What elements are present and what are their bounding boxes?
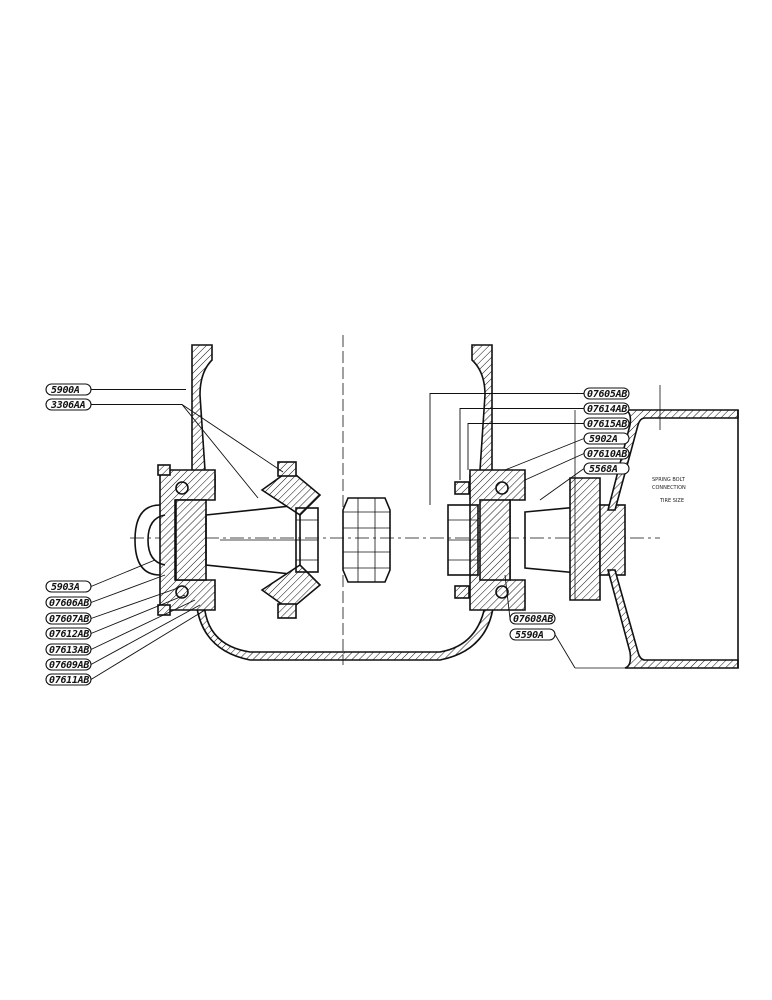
svg-text:07608AB: 07608AB <box>513 614 553 625</box>
svg-text:5590A: 5590A <box>515 630 544 641</box>
label-07613ab: 07613AB <box>45 599 196 656</box>
svg-text:5900A: 5900A <box>51 385 80 396</box>
label-07609ab: 07609AB <box>45 604 201 671</box>
label-07607ab: 07607AB <box>45 587 179 625</box>
left-bevel-gear <box>260 461 322 619</box>
svg-text:07614AB: 07614AB <box>587 404 627 415</box>
svg-text:07611AB: 07611AB <box>49 675 89 686</box>
label-5903a: 5903A <box>45 559 156 593</box>
svg-text:5568A: 5568A <box>589 464 618 475</box>
svg-text:SPRING BOLT: SPRING BOLT <box>652 477 686 483</box>
label-07606ab: 07606AB <box>45 574 166 609</box>
right-hub <box>447 469 626 611</box>
label-07614ab: 07614AB <box>459 402 630 480</box>
label-07605ab: 07605AB <box>429 387 630 505</box>
label-5902a: 5902A <box>504 432 630 471</box>
svg-text:CONNECTION: CONNECTION <box>652 485 686 491</box>
label-07612ab: 07612AB <box>45 594 186 640</box>
label-5568a: 5568A <box>539 462 630 501</box>
left-labels: 5900A 3306AA 5903A 07606AB 07607AB 07612… <box>45 383 284 686</box>
right-labels: 07605AB 07614AB 07615AB 5902A 07610AB 55… <box>429 387 630 669</box>
svg-text:07605AB: 07605AB <box>587 389 627 400</box>
svg-text:07615AB: 07615AB <box>587 419 627 430</box>
label-3306aa: 3306AA <box>45 398 284 499</box>
label-07610ab: 07610AB <box>524 447 630 481</box>
svg-text:07612AB: 07612AB <box>49 629 89 640</box>
center-pinion <box>342 497 391 583</box>
label-07615ab: 07615AB <box>467 417 630 470</box>
svg-text:3306AA: 3306AA <box>50 400 86 411</box>
svg-text:TIRE SIZE: TIRE SIZE <box>659 498 684 504</box>
wheel-drum: SPRING BOLT CONNECTION TIRE SIZE <box>574 385 739 669</box>
left-hub <box>134 464 301 616</box>
svg-text:07610AB: 07610AB <box>587 449 627 460</box>
label-5590a: 5590A <box>509 628 576 669</box>
label-07608ab: 07608AB <box>504 574 556 625</box>
svg-text:5902A: 5902A <box>589 434 618 445</box>
svg-text:07613AB: 07613AB <box>49 645 89 656</box>
svg-text:07607AB: 07607AB <box>49 614 89 625</box>
svg-text:07606AB: 07606AB <box>49 598 89 609</box>
label-07611ab: 07611AB <box>45 609 206 686</box>
label-5900a: 5900A <box>45 383 186 396</box>
svg-text:07609AB: 07609AB <box>49 660 89 671</box>
svg-text:5903A: 5903A <box>51 582 80 593</box>
